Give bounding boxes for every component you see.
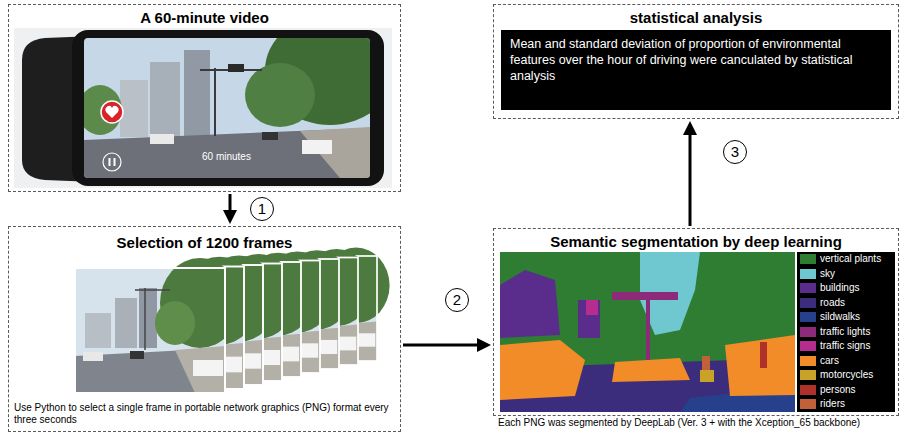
frames-panel: Selection of 1200 framesUse Python to se…: [8, 226, 401, 432]
legend-swatch: [800, 356, 816, 366]
phone-screen-part: [120, 80, 148, 137]
legend-row: traffic lights: [797, 325, 895, 340]
record-icon: [101, 101, 123, 123]
phone-screen-part: [302, 140, 332, 154]
car-region: [612, 358, 690, 382]
legend-swatch: [800, 385, 816, 395]
step-number: 2: [445, 288, 469, 312]
phone-screen-part: [150, 62, 180, 137]
legend-row: sky: [797, 267, 895, 282]
car-region: [725, 335, 795, 396]
legend-swatch: [800, 283, 816, 293]
flow-arrow: [689, 133, 692, 226]
phone-screen-part: [245, 63, 315, 127]
video-panel: A 60-minute video: [8, 4, 401, 192]
legend-swatch: [800, 254, 816, 264]
legend-row: buildings: [797, 281, 895, 296]
phone-screen-part: [84, 85, 122, 135]
phone-photo: [14, 15, 395, 188]
legend-row: motorcycles: [797, 368, 895, 383]
legend-row: vertical plants: [797, 252, 895, 267]
legend-row: sildwalks: [797, 310, 895, 325]
legend-swatch: [800, 312, 816, 322]
legend-swatch: [800, 399, 816, 409]
legend-text: buildings: [820, 282, 859, 294]
phone-screen-part: [184, 50, 210, 137]
legend-text: motorcycles: [820, 369, 873, 381]
legend-text: sildwalks: [820, 311, 860, 323]
flow-arrow: [403, 344, 479, 347]
step-number: 1: [250, 197, 274, 221]
method-note: Use Python to select a single frame in p…: [14, 402, 398, 426]
legend-text: traffic lights: [820, 326, 870, 338]
panel-title: Selection of 1200 frames: [9, 234, 400, 252]
legend-row: roads: [797, 296, 895, 311]
traffic-light-region: [612, 292, 678, 300]
frame-stack: [75, 248, 390, 393]
panel-title: Semantic segmentation by deep learning: [494, 233, 898, 251]
legend-text: sky: [820, 268, 835, 280]
rider-region: [702, 356, 710, 370]
legend-swatch: [800, 341, 816, 351]
legend-panel: vertical plants sky buildings roads sildwalk…: [797, 252, 895, 412]
building-region: [578, 300, 600, 338]
record-heart: [105, 106, 118, 118]
phone-screen-part: [262, 132, 278, 140]
legend-row: cars: [797, 354, 895, 369]
legend-row: traffic signs: [797, 339, 895, 354]
panel-title: A 60-minute video: [9, 9, 400, 27]
phone-screen-part: [150, 134, 174, 144]
segmentation-panel: Semantic segmentation by deep learningEa…: [493, 228, 899, 416]
phone-screen: [84, 38, 370, 178]
legend-text: roads: [820, 297, 845, 309]
phone-screen-part: [300, 127, 370, 178]
motorcycle-region: [700, 370, 714, 382]
panel-title: statistical analysis: [494, 9, 898, 27]
screen-caption: 60 minutes: [202, 151, 251, 163]
analysis-panel: statistical analysisMean and standard de…: [493, 4, 899, 119]
person-region: [760, 342, 767, 368]
car-region: [500, 340, 585, 400]
flow-arrow: [229, 194, 232, 212]
result-box: Mean and standard deviation of proportio…: [501, 30, 891, 110]
legend-swatch: [800, 269, 816, 279]
pause-icon: [103, 153, 121, 171]
legend-text: vertical plants: [820, 253, 881, 265]
traffic-sign-region: [586, 300, 598, 315]
light-pole: [646, 298, 650, 360]
pause-bar: [114, 158, 116, 166]
result-text: Mean and standard deviation of proportio…: [501, 30, 891, 90]
legend-swatch: [800, 298, 816, 308]
phone-screen-part: [84, 128, 370, 178]
legend-text: riders: [820, 398, 845, 410]
legend-row: riders: [797, 397, 895, 412]
plants-region: [500, 252, 795, 412]
step-number: 3: [723, 140, 747, 164]
legend-text: traffic signs: [820, 340, 870, 352]
legend-swatch: [800, 370, 816, 380]
phone-screen-part: [228, 64, 244, 72]
legend-row: persons: [797, 383, 895, 398]
legend-swatch: [800, 327, 816, 337]
phone-screen-part: [214, 68, 216, 136]
method-caption: Each PNG was segmented by DeepLab (Ver. …: [498, 417, 896, 429]
building-region: [500, 270, 560, 338]
video-frame: [75, 258, 240, 393]
pause-bar: [109, 158, 111, 166]
segmentation-map: [500, 252, 795, 412]
legend-text: persons: [820, 384, 856, 396]
legend-text: cars: [820, 355, 839, 367]
